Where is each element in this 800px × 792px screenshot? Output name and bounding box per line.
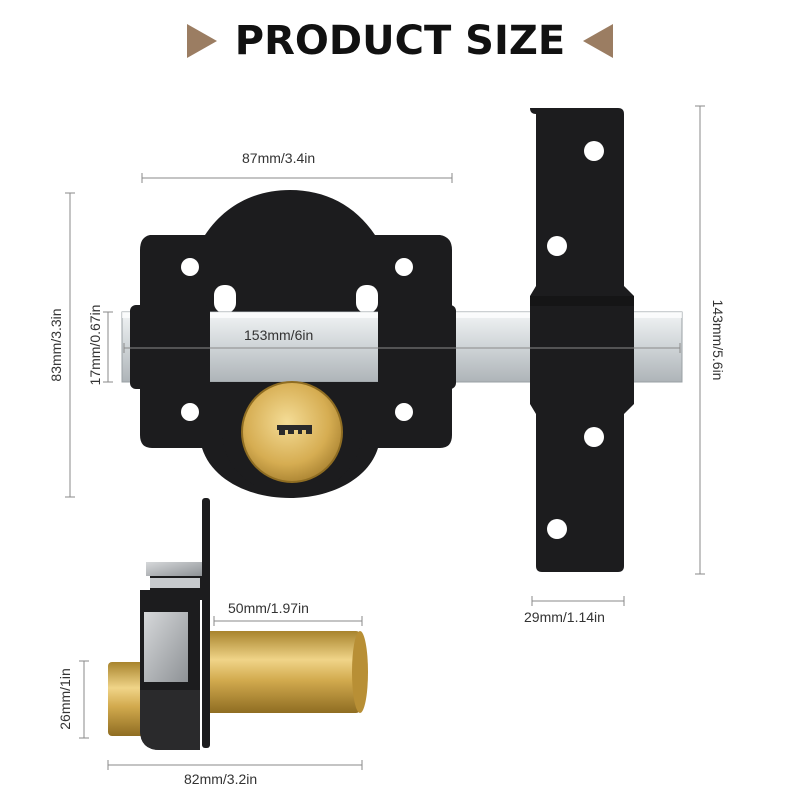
dim-cylinder-height-label: 26mm/1in [57,668,73,730]
brass-cylinder [204,631,360,713]
side-view [108,498,368,750]
screw-hole [547,236,567,256]
screw-hole [395,258,413,276]
dim-cylinder-length-label: 50mm/1.97in [228,600,309,616]
keep-plate [530,108,634,572]
key-icon [277,425,312,435]
screw-hole [181,403,199,421]
screw-hole [181,258,199,276]
dim-height-left-label: 83mm/3.3in [48,308,64,382]
screw-hole [584,427,604,447]
dim-width-top-label: 87mm/3.4in [242,150,316,166]
cylinder-housing [222,381,362,494]
dim-keep-height-label: 143mm/5.6in [710,299,726,381]
screw-hole [547,519,567,539]
dim-bolt-height-label: 17mm/0.67in [87,304,103,386]
dim-keep-width-label: 29mm/1.14in [524,609,605,625]
screw-hole [395,403,413,421]
slot [214,285,236,313]
slot [356,285,378,313]
dim-total-depth-label: 82mm/3.2in [184,771,258,787]
dimension-lines [65,105,705,770]
screw-hole [584,141,604,161]
triangle-left-icon [583,24,614,58]
dim-bolt-length-label: 153mm/6in [244,327,314,343]
triangle-right-icon [186,24,217,58]
page-title: PRODUCT SIZE [0,16,800,64]
title-text: PRODUCT SIZE [234,18,566,64]
